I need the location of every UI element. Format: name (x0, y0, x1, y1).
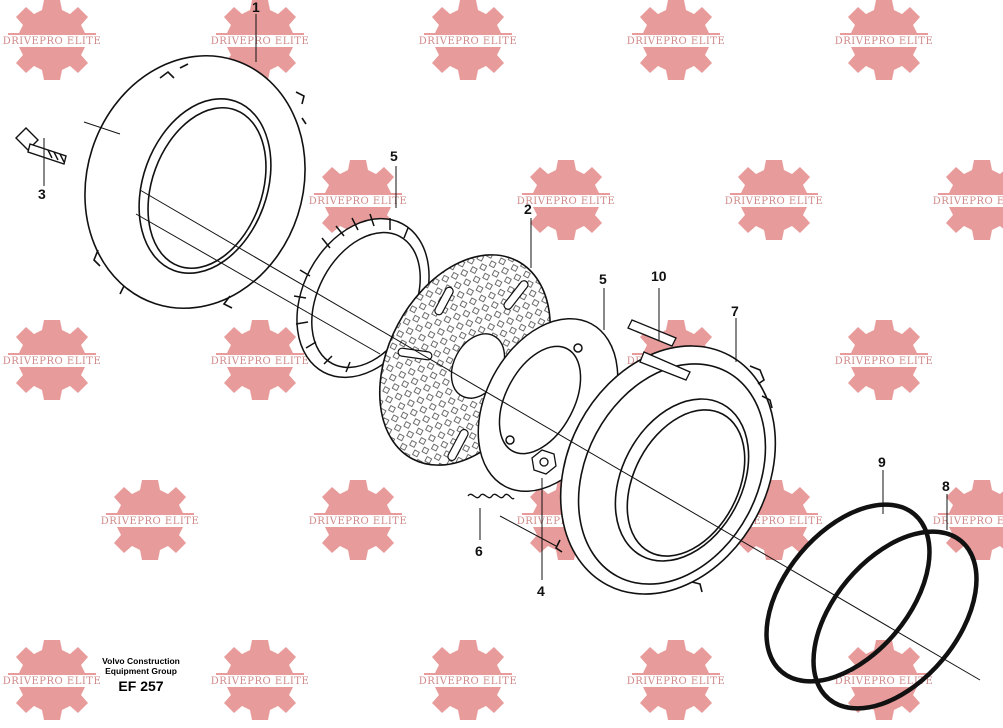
watermark-tile: DRIVEPRO ELITE (834, 640, 934, 720)
label-part-2: 2 (524, 201, 532, 217)
watermark-text: DRIVEPRO ELITE (3, 676, 102, 687)
nut (531, 449, 557, 475)
assembly-axis-lines (43, 14, 981, 681)
watermark-text: DRIVEPRO ELITE (419, 676, 518, 687)
watermark-tile: DRIVEPRO ELITE (932, 160, 1003, 240)
watermark-tile: DRIVEPRO ELITE (516, 160, 616, 240)
watermark-text: DRIVEPRO ELITE (725, 196, 824, 207)
label-part-5b: 5 (599, 271, 607, 287)
watermark-tile: DRIVEPRO ELITE (308, 160, 408, 240)
watermark-tile: DRIVEPRO ELITE (932, 480, 1003, 560)
watermark-tile: DRIVEPRO ELITE (100, 480, 200, 560)
watermark-text: DRIVEPRO ELITE (3, 356, 102, 367)
watermark-text: DRIVEPRO ELITE (517, 196, 616, 207)
watermark-text: DRIVEPRO ELITE (835, 676, 934, 687)
watermark-text: DRIVEPRO ELITE (211, 356, 310, 367)
bolt (15, 127, 67, 165)
watermark-tile: DRIVEPRO ELITE (834, 320, 934, 400)
pins (627, 319, 691, 381)
label-part-7: 7 (731, 303, 739, 319)
watermark-tile: DRIVEPRO ELITE (724, 160, 824, 240)
watermark-text: DRIVEPRO ELITE (725, 516, 824, 527)
caption-line-2: Equipment Group (105, 666, 177, 676)
watermark-tile: DRIVEPRO ELITE (626, 0, 726, 80)
watermark-text: DRIVEPRO ELITE (309, 196, 408, 207)
o-ring-9 (764, 502, 932, 684)
piston-housing (554, 345, 777, 595)
watermark-text: DRIVEPRO ELITE (627, 36, 726, 47)
drawing-caption: Volvo Construction Equipment Group EF 25… (96, 656, 186, 694)
watermark-text: DRIVEPRO ELITE (211, 36, 310, 47)
watermark-text: DRIVEPRO ELITE (835, 356, 934, 367)
drawing-code: EF 257 (118, 678, 164, 694)
caption-line-1: Volvo Construction (102, 656, 180, 666)
part-labels: 1 2 3 4 5 5 6 7 8 9 10 (38, 0, 950, 599)
watermark-tile: DRIVEPRO ELITE (418, 640, 518, 720)
watermark-tile: DRIVEPRO ELITE (2, 0, 102, 80)
watermark-text: DRIVEPRO ELITE (3, 36, 102, 47)
watermark-tile: DRIVEPRO ELITE (308, 480, 408, 560)
watermark-tile: DRIVEPRO ELITE (626, 640, 726, 720)
watermark-tile: DRIVEPRO ELITE (2, 640, 102, 720)
watermark-text: DRIVEPRO ELITE (933, 516, 1003, 527)
watermark-tile: DRIVEPRO ELITE (724, 480, 824, 560)
watermark-text: DRIVEPRO ELITE (835, 36, 934, 47)
watermark-tile: DRIVEPRO ELITE (834, 0, 934, 80)
watermark-tile: DRIVEPRO ELITE (418, 0, 518, 80)
friction-plate (84, 54, 307, 310)
watermark-text: DRIVEPRO ELITE (933, 196, 1003, 207)
label-part-6: 6 (475, 543, 483, 559)
o-ring-8 (811, 529, 979, 711)
label-part-8: 8 (942, 478, 950, 494)
spring (467, 493, 515, 500)
watermark-text: DRIVEPRO ELITE (309, 516, 408, 527)
watermark-text: DRIVEPRO ELITE (101, 516, 200, 527)
label-part-5a: 5 (390, 148, 398, 164)
label-part-4: 4 (537, 583, 545, 599)
watermark-tile: DRIVEPRO ELITE (2, 320, 102, 400)
watermark-text: DRIVEPRO ELITE (419, 36, 518, 47)
watermark-text: DRIVEPRO ELITE (627, 676, 726, 687)
watermark-tile: DRIVEPRO ELITE (210, 640, 310, 720)
watermark-tile: DRIVEPRO ELITE (210, 0, 310, 80)
label-part-3: 3 (38, 186, 46, 202)
label-part-9: 9 (878, 454, 886, 470)
watermark-text: DRIVEPRO ELITE (211, 676, 310, 687)
label-part-1: 1 (252, 0, 260, 15)
label-part-10: 10 (651, 268, 667, 284)
watermark-tile: DRIVEPRO ELITE (210, 320, 310, 400)
